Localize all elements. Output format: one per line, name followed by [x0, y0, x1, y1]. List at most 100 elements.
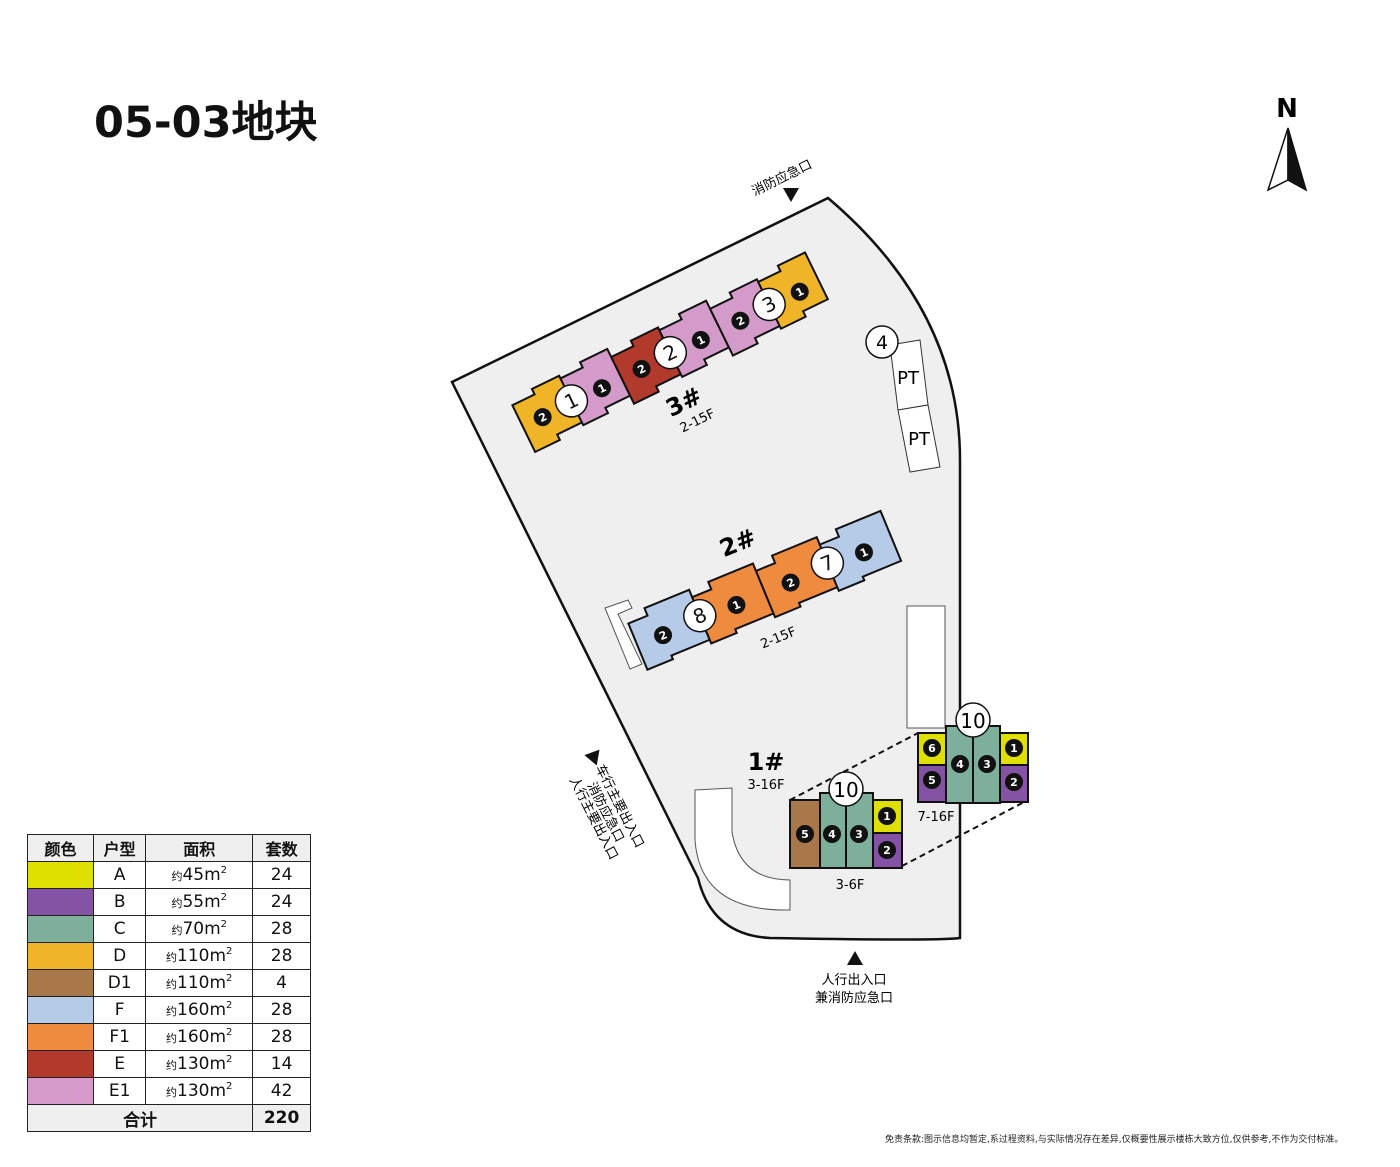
entrance-bottom-label-2: 兼消防应急口	[815, 990, 893, 1006]
area-superscript: 2	[226, 946, 233, 957]
entrance-top-label: 消防应急口	[749, 157, 814, 200]
block-b-number: 10	[960, 709, 985, 733]
unit-number-icon	[923, 739, 941, 757]
unit-number-icon	[632, 359, 651, 378]
unit-number-icon	[790, 282, 809, 301]
unit-area: 约45m2	[145, 861, 254, 889]
entrance-arrow-icon	[584, 749, 600, 766]
legend-row: B 约55m2 24	[27, 888, 311, 916]
color-swatch	[27, 888, 94, 916]
legend-total-label: 合计	[26, 1104, 254, 1132]
unit-number-icon	[878, 807, 896, 825]
unit-number-icon	[781, 573, 800, 592]
unit-type-legend: 颜色 户型 面积 套数 A 约45m2 24 B 约55m2 24 C 约70m…	[26, 834, 311, 1132]
unit-type: E1	[92, 1077, 147, 1105]
unit-type: C	[92, 915, 147, 943]
unit-number-icon	[727, 595, 746, 614]
color-swatch	[27, 996, 94, 1024]
unit-count: 14	[252, 1050, 311, 1078]
area-value: 110m	[177, 946, 227, 966]
approx-prefix: 约	[171, 897, 183, 910]
approx-prefix: 约	[171, 870, 183, 883]
legend-header: 户型	[92, 834, 147, 862]
unit-area: 约55m2	[145, 888, 254, 916]
unit-area: 约130m2	[145, 1050, 254, 1078]
disclaimer: 免责条款:图示信息均暂定,系过程资料,与实际情况存在差异,仅概要性展示楼栋大致方…	[885, 1135, 1344, 1145]
stair-number-circle	[554, 384, 589, 418]
unit-type: D	[92, 942, 147, 970]
unit-type: A	[92, 861, 147, 889]
open-space-curved	[694, 787, 791, 911]
entrance-arrow-icon	[783, 188, 799, 202]
area-superscript: 2	[226, 973, 233, 984]
open-space	[906, 605, 946, 729]
unit-number-icon	[978, 755, 996, 773]
unit-type: F	[92, 996, 147, 1024]
building-4[interactable]: PT PT 4	[865, 325, 941, 473]
area-superscript: 2	[226, 1000, 233, 1011]
unit-number: 4	[956, 758, 964, 771]
legend-header: 颜色	[27, 834, 94, 862]
unit-area: 约130m2	[145, 1077, 254, 1105]
approx-prefix: 约	[166, 978, 178, 991]
unit-number-icon	[533, 408, 552, 427]
unit-number-icon	[823, 825, 841, 843]
color-swatch	[27, 942, 94, 970]
legend-row: D 约110m2 28	[27, 942, 311, 970]
unit-count: 4	[252, 969, 311, 997]
building-1-label: 1#	[748, 748, 785, 776]
unit-number-icon	[878, 841, 896, 859]
area-superscript: 2	[226, 1054, 233, 1065]
unit-count: 24	[252, 888, 311, 916]
unit-number: 3	[855, 828, 863, 841]
approx-prefix: 约	[166, 1059, 178, 1072]
legend-row: A 约45m2 24	[27, 861, 311, 889]
unit-area: 约160m2	[145, 1023, 254, 1051]
approx-prefix: 约	[166, 1005, 178, 1018]
unit-area: 约70m2	[145, 915, 254, 943]
legend-row: F 约160m2 28	[27, 996, 311, 1024]
entrance-arrow-icon	[847, 951, 863, 965]
approx-prefix: 约	[166, 951, 178, 964]
unit-number: 3	[983, 758, 991, 771]
legend-row: E 约130m2 14	[27, 1050, 311, 1078]
unit-number: 5	[928, 774, 936, 787]
legend-row: F1 约160m2 28	[27, 1023, 311, 1051]
pt-label: PT	[908, 429, 931, 450]
unit-number-icon	[923, 771, 941, 789]
stair-number-circle	[653, 335, 688, 370]
area-value: 130m	[177, 1054, 227, 1074]
unit-count: 28	[252, 915, 311, 943]
stair-number-circle	[752, 287, 786, 322]
entrance-bottom-label-1: 人行出入口	[821, 973, 886, 988]
unit-type: D1	[92, 969, 147, 997]
legend-row: D1 约110m2 4	[27, 969, 311, 997]
block-a-floors: 3-6F	[836, 878, 865, 893]
area-superscript: 2	[226, 1027, 233, 1038]
north-arrow-icon	[1266, 127, 1308, 192]
unit-number: 4	[828, 828, 836, 841]
unit-number-icon	[654, 626, 673, 645]
unit-count: 28	[252, 996, 311, 1024]
legend-header: 套数	[252, 834, 311, 862]
building-4-number: 4	[876, 332, 888, 354]
unit-count: 28	[252, 942, 311, 970]
block-a-number: 10	[833, 778, 858, 802]
legend-total-value: 220	[252, 1104, 311, 1132]
north-label: N	[1276, 94, 1298, 124]
unit-number-icon	[592, 379, 611, 398]
unit-number-icon	[796, 825, 814, 843]
unit-number-icon	[1005, 739, 1023, 757]
unit-number-icon	[850, 825, 868, 843]
stair-number-circle	[810, 546, 845, 580]
unit-number: 1	[1010, 742, 1018, 755]
block-b-floors: 7-16F	[918, 810, 955, 825]
unit-number-icon	[691, 331, 710, 350]
unit-count: 28	[252, 1023, 311, 1051]
area-value: 45m	[182, 865, 221, 885]
